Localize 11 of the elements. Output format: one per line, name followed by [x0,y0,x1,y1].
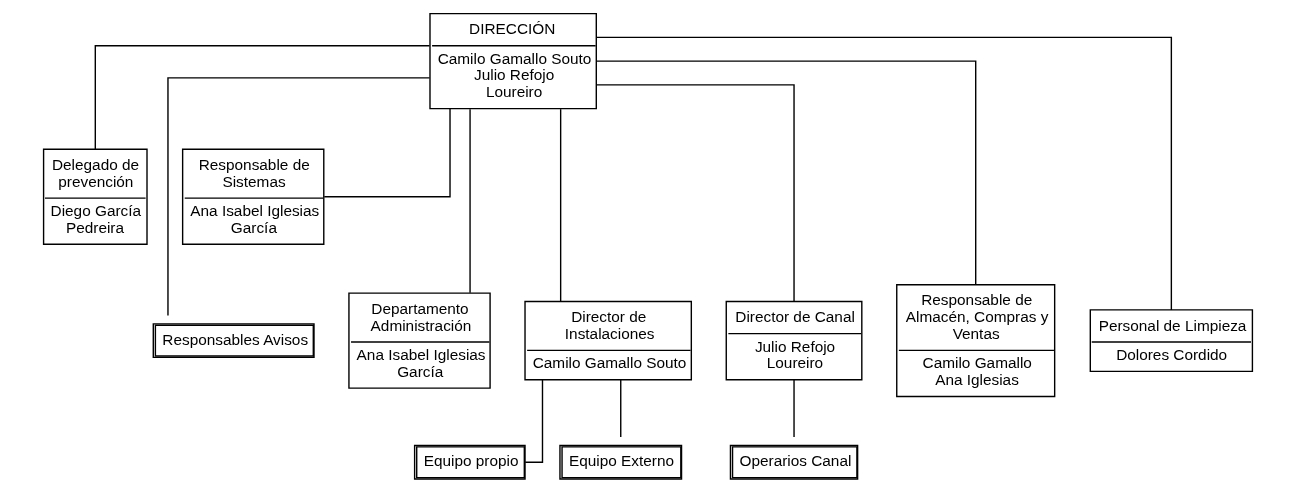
connector [595,36,1172,311]
connector [524,379,543,463]
connector [559,108,561,303]
connector [619,379,621,438]
connector [595,84,795,302]
connector [94,45,430,150]
connector [595,60,976,285]
connector [166,77,430,317]
connector [468,108,471,294]
connector [323,108,451,198]
connector [792,379,795,438]
